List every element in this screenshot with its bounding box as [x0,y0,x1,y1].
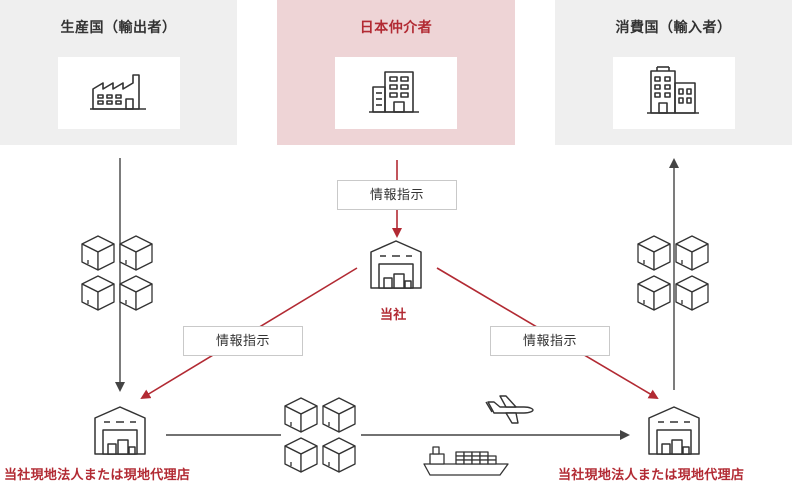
consumer-title: 消費国（輸入者） [615,20,732,36]
info-tag-right: 情報指示 [490,326,610,356]
warehouse-icon [648,406,700,455]
info-tag-left: 情報指示 [183,326,303,356]
factory-icon [90,74,146,110]
producer-title: 生産国（輸出者） [60,20,177,36]
warehouse-icon [94,406,146,455]
left-local-label: 当社現地法人または現地代理店 [4,468,191,483]
warehouse-icon [370,240,422,289]
boxes-icon [81,235,153,311]
intermediary-icon-box [335,57,457,129]
right-local-label: 当社現地法人または現地代理店 [558,468,745,483]
intermediary-panel: 日本仲介者 [277,0,515,145]
producer-icon-box [58,57,180,129]
producer-panel: 生産国（輸出者） [0,0,237,145]
consumer-icon-box [613,57,735,129]
boxes-icon [281,394,361,476]
info-tag-top: 情報指示 [337,180,457,210]
boxes-icon [637,235,709,311]
company-label: 当社 [380,308,407,323]
intermediary-title: 日本仲介者 [359,20,433,36]
airplane-icon [485,395,534,424]
buildings-icon [647,66,699,114]
office-building-icon [369,71,419,113]
consumer-panel: 消費国（輸入者） [555,0,792,145]
dark-arrows [115,158,679,440]
cargo-ship-icon [423,446,509,476]
